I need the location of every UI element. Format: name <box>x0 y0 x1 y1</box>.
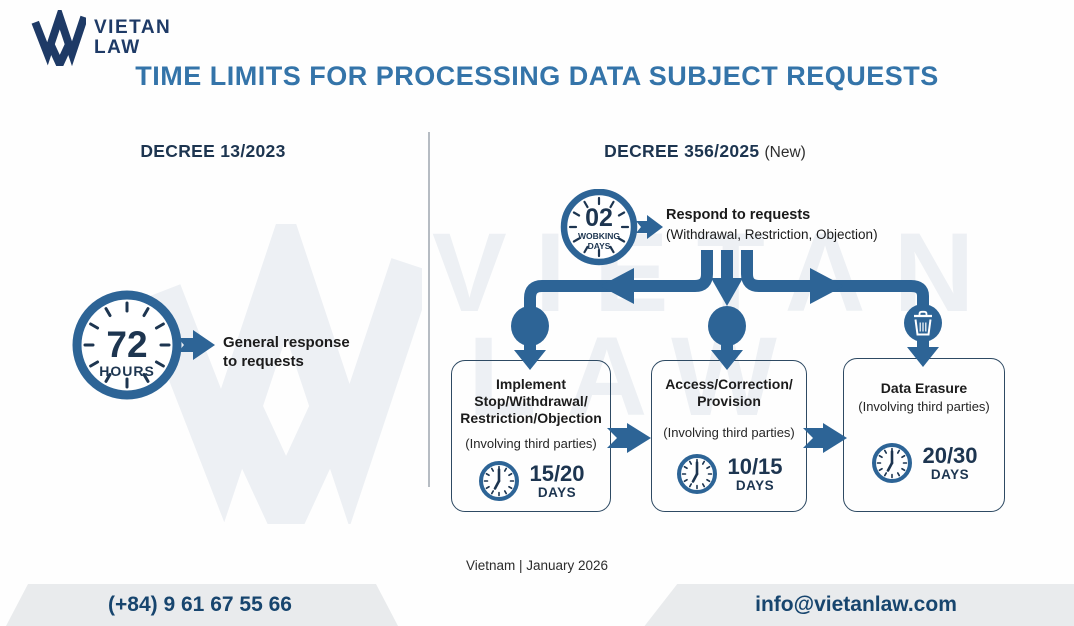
box3-title-line1: Data Erasure <box>880 380 968 396</box>
clock-72-hours-icon: 72 HOURS <box>72 290 215 400</box>
clock-icon <box>479 461 520 502</box>
box2-duration-row: 10/15 DAYS <box>652 452 806 496</box>
box1-title: Implement Stop/Withdrawal/ Restriction/O… <box>452 376 610 427</box>
box3-duration-unit: DAYS <box>930 467 970 483</box>
box1-note: (Involving third parties) <box>465 436 597 452</box>
arrow-right-icon <box>178 330 215 360</box>
arrow-right-icon <box>607 423 651 453</box>
footer-note: Vietnam | January 2026 <box>465 558 609 573</box>
box1-title-line2: Stop/Withdrawal/ <box>474 393 588 410</box>
box3-duration-row: 20/30 DAYS <box>844 441 1004 485</box>
brand-name: VIETAN LAW <box>94 18 171 58</box>
box2-duration: 10/15 <box>727 454 783 480</box>
respond-subtitle: (Withdrawal, Restriction, Objection) <box>666 226 878 242</box>
flow-connectors <box>511 250 942 370</box>
box3-duration: 20/30 <box>922 443 978 469</box>
arrow-right-icon <box>636 215 663 239</box>
arrow-down-icon <box>711 278 743 306</box>
footer-phone-bar: (+84) 9 61 67 55 66 <box>6 584 398 626</box>
email-address: info@vietanlaw.com <box>755 593 957 616</box>
logo-monogram-icon <box>31 10 86 66</box>
clock-02-unit-line1: WOBKING <box>578 231 620 241</box>
decree-13-heading: DECREE 13/2023 <box>140 141 286 161</box>
arrow-down-icon <box>514 350 546 370</box>
box2-title-line2: Provision <box>697 393 761 410</box>
respond-title: Respond to requests <box>666 207 811 223</box>
box2-title-line1: Access/Correction/ <box>665 376 793 392</box>
trash-icon <box>914 310 932 336</box>
box2-title: Access/Correction/ Provision <box>652 376 806 410</box>
brand-logo: VIETAN LAW <box>30 10 171 66</box>
decree-356-new-tag: (New) <box>764 144 806 161</box>
flow-box-implement-stop: Implement Stop/Withdrawal/ Restriction/O… <box>451 360 611 512</box>
box1-duration: 15/20 <box>529 461 585 487</box>
clock-02-unit-line2: DAYS <box>588 241 611 251</box>
clock-02-days-icon: 02 WOBKING DAYS <box>560 189 663 266</box>
respond-to-requests-text: Respond to requests (Withdrawal, Restric… <box>666 207 878 243</box>
arrow-down-icon <box>907 347 939 367</box>
watermark-logo-mark-icon <box>138 224 422 524</box>
clock-72-unit: HOURS <box>99 363 155 379</box>
general-response-line1: General response <box>223 334 350 351</box>
general-response-text: General response to requests <box>223 334 350 372</box>
box2-note: (Involving third parties) <box>663 425 795 441</box>
box1-duration-unit: DAYS <box>537 485 577 501</box>
brand-name-line1: VIETAN <box>94 17 172 39</box>
node-circle-left <box>511 306 549 346</box>
clock-icon <box>872 443 913 484</box>
flow-box-access-correction: Access/Correction/ Provision (Involving … <box>651 360 807 512</box>
general-response-line2: to requests <box>223 352 304 370</box>
phone-number: (+84) 9 61 67 55 66 <box>108 593 292 616</box>
decree-356-heading: DECREE 356/2025(New) <box>440 141 970 162</box>
branch-right-line <box>741 250 929 306</box>
arrow-left-icon <box>600 268 634 304</box>
box1-duration-row: 15/20 DAYS <box>452 459 610 503</box>
clock-02-value: 02 <box>585 204 613 232</box>
arrow-right-icon <box>810 268 844 304</box>
box1-title-line1: Implement <box>495 376 566 392</box>
clock-72-value: 72 <box>106 324 147 365</box>
box3-note: (Involving third parties) <box>858 399 990 415</box>
box2-duration-unit: DAYS <box>735 478 775 494</box>
arrow-right-icon <box>803 423 847 453</box>
flow-box-data-erasure: Data Erasure (Involving third parties) <box>843 358 1005 512</box>
footer-email-bar: info@vietanlaw.com <box>644 584 1074 626</box>
decree-356-heading-text: DECREE 356/2025 <box>604 141 760 161</box>
arrow-down-icon <box>711 350 743 370</box>
vertical-divider <box>428 132 430 487</box>
box1-title-line3: Restriction/Objection <box>460 410 602 427</box>
clock-icon <box>677 454 718 495</box>
box3-title: Data Erasure <box>844 380 1004 397</box>
brand-name-line2: LAW <box>94 37 141 58</box>
node-circle-middle <box>708 306 746 346</box>
page-title: TIME LIMITS FOR PROCESSING DATA SUBJECT … <box>135 61 939 91</box>
